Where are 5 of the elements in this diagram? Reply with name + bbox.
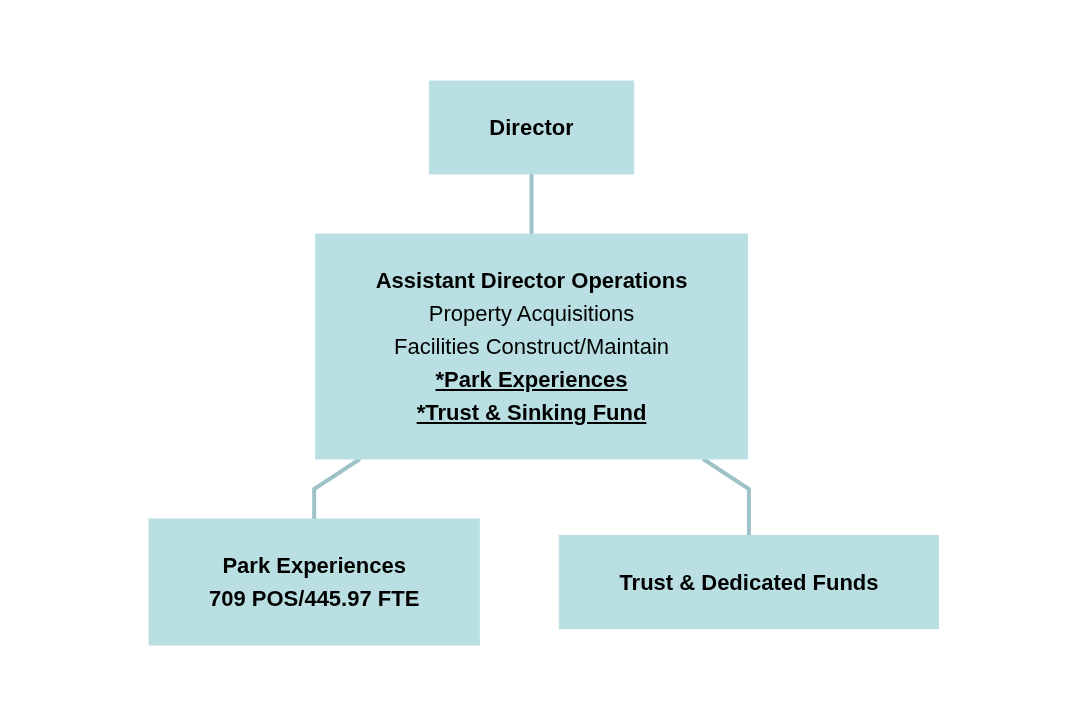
node-box: Park Experiences 709 POS/445.97 FTE: [148, 518, 481, 645]
node-box: Assistant Director Operations Property Acquisitions Facilities Construct/Maintain *Park Experiences *Trust & Sinking Fund: [315, 233, 749, 459]
node-box: Trust & Dedicated Funds: [559, 534, 940, 629]
connector: [529, 173, 534, 234]
node-box: Director: [429, 80, 635, 174]
